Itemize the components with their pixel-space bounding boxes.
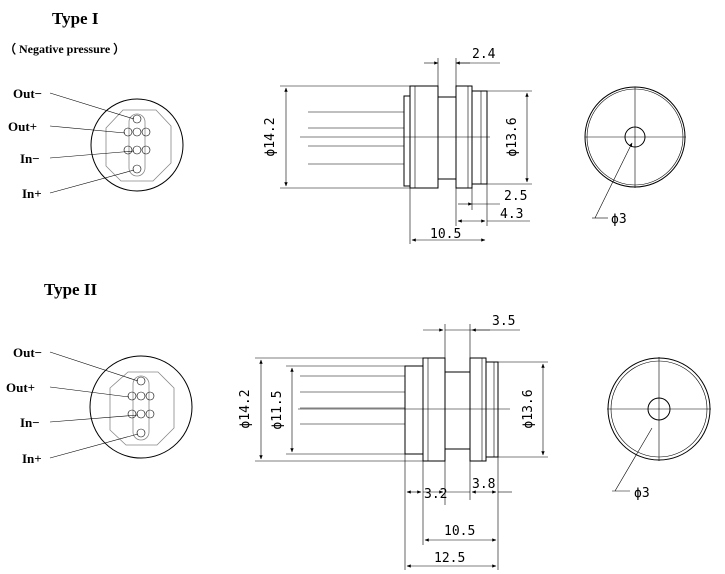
type1-dim-cap-diameter: ϕ13.6 — [487, 90, 532, 185]
type1-dim-b-label: 4.3 — [500, 207, 523, 222]
type1-side-view — [300, 85, 490, 189]
type2-side-view — [298, 357, 510, 462]
type2-dim-inner-diameter-label: ϕ11.5 — [270, 390, 285, 429]
type2-dim-mid-label: 10.5 — [444, 524, 475, 539]
type2-dim-inner-diameter: ϕ11.5 — [270, 365, 405, 455]
type2-dim-top-label: 3.5 — [492, 314, 515, 329]
type2-pin-out-minus-label: Out− — [13, 345, 42, 360]
type1-section: Type I （ Negative pressure ） Out− Out+ I… — [4, 9, 686, 244]
type1-dim-body-diameter: ϕ14.2 — [263, 85, 410, 189]
type1-pin-in-minus-label: In− — [20, 151, 40, 166]
type1-dim-top-label: 2.4 — [472, 47, 496, 62]
type2-pin-in-minus-label: In− — [20, 415, 40, 430]
type1-title: Type I — [52, 9, 99, 28]
type2-dim-hole-label: ϕ3 — [634, 486, 650, 501]
type1-dim-bottom: 2.5 4.3 10.5 — [409, 184, 530, 244]
type1-pin-out-minus-label: Out− — [13, 86, 42, 101]
type2-dim-top: 3.5 — [423, 314, 520, 372]
type2-dim-bottom: 3.2 3.8 10.5 12.5 — [404, 449, 512, 570]
type2-pin-out-plus-label: Out+ — [6, 380, 35, 395]
type2-dim-cap-diameter-label: ϕ13.6 — [521, 389, 536, 428]
type1-dim-top: 2.4 — [424, 47, 500, 96]
type2-dim-cap-diameter: ϕ13.6 — [498, 361, 548, 458]
type1-pin-leaders — [49, 92, 135, 194]
type2-pin-in-plus-label: In+ — [22, 451, 42, 466]
type2-dim-a-label: 3.2 — [424, 487, 447, 502]
type2-pin-view — [49, 351, 193, 459]
type1-dim-total-label: 10.5 — [430, 227, 461, 242]
type2-pin-leaders — [49, 351, 139, 459]
type1-pin-view — [49, 92, 184, 194]
type1-pin-in-plus-label: In+ — [22, 186, 42, 201]
type2-end-view: ϕ3 — [607, 357, 711, 501]
type1-end-view: ϕ3 — [584, 86, 686, 227]
type1-subtitle: （ Negative pressure ） — [4, 41, 125, 56]
type2-section: Type II Out− Out+ In− In+ — [6, 280, 711, 570]
type2-dim-body-diameter: ϕ14.2 — [238, 357, 423, 462]
type1-dim-body-diameter-label: ϕ14.2 — [263, 117, 278, 156]
type1-pin-out-plus-label: Out+ — [8, 119, 37, 134]
type2-title: Type II — [44, 280, 97, 299]
type2-pin-circles — [127, 376, 155, 438]
type1-dim-a-label: 2.5 — [504, 189, 527, 204]
type2-dim-b-label: 3.8 — [472, 477, 495, 492]
type2-dim-total-label: 12.5 — [434, 551, 465, 566]
type1-pin-circles — [123, 114, 151, 174]
type2-dim-body-diameter-label: ϕ14.2 — [238, 389, 253, 428]
type1-dim-hole-label: ϕ3 — [611, 212, 627, 227]
type1-dim-cap-diameter-label: ϕ13.6 — [505, 117, 520, 156]
